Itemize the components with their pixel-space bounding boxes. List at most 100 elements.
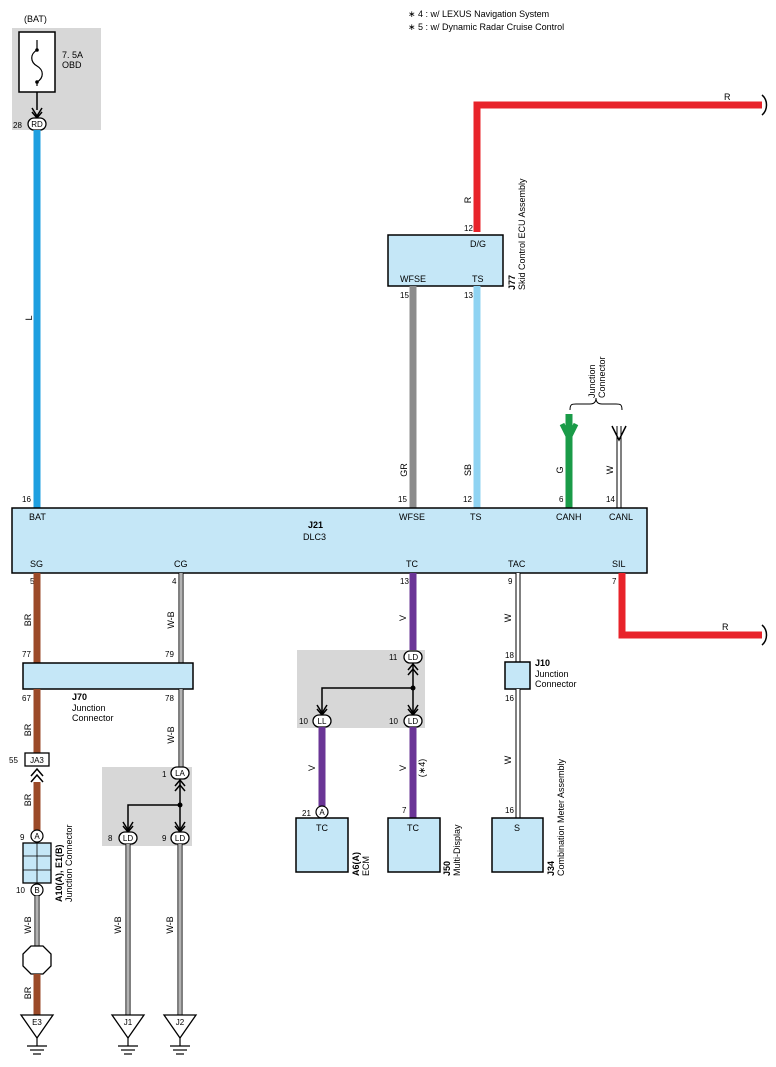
pin-j10-18: 18 bbox=[505, 651, 514, 660]
j21-term-tac: TAC bbox=[508, 559, 526, 569]
pin-ld-9: 9 bbox=[162, 834, 167, 843]
wire-label-w-canl: W bbox=[605, 465, 615, 474]
pin-j10-16: 16 bbox=[505, 694, 514, 703]
pin-j21-13: 13 bbox=[400, 577, 409, 586]
pin-j77-dg: 12 bbox=[464, 224, 473, 233]
wire-r-top bbox=[473, 101, 762, 232]
fuse-pin: 28 bbox=[13, 121, 22, 130]
connector-double-arrow-icon bbox=[30, 767, 44, 783]
wire-label-v-ecm: V bbox=[307, 765, 317, 771]
pin-a6-21: 21 bbox=[302, 809, 311, 818]
pin-j21-12: 12 bbox=[463, 495, 472, 504]
pin-j70-77: 77 bbox=[22, 650, 31, 659]
j70-name-1: Junction bbox=[72, 703, 106, 713]
j21-name: DLC3 bbox=[303, 532, 326, 542]
connector-arrow-w-icon bbox=[611, 425, 627, 442]
j21-term-wfse: WFSE bbox=[399, 512, 425, 522]
pin-ld-8: 8 bbox=[108, 834, 113, 843]
jc-top-name-1: Junction bbox=[587, 364, 597, 398]
ground-j1-icon bbox=[110, 1014, 146, 1040]
svg-text:B: B bbox=[34, 886, 39, 895]
ground-j2-label: J2 bbox=[176, 1018, 185, 1027]
wire-label-v-md: V bbox=[398, 765, 408, 771]
jc-top-bracket bbox=[569, 397, 623, 411]
j21-term-bat: BAT bbox=[29, 512, 46, 522]
wire-label-w-tac: W bbox=[503, 613, 513, 622]
ground-e3-icon bbox=[19, 1014, 55, 1040]
svg-text:A: A bbox=[34, 832, 40, 841]
j21-term-ts: TS bbox=[470, 512, 482, 522]
j50-name: Multi-Display bbox=[452, 824, 462, 876]
wire-label-wb-cg: W-B bbox=[166, 611, 176, 628]
j77-name: Skid Control ECU Assembly bbox=[517, 178, 527, 290]
wire-break-icon bbox=[761, 94, 768, 116]
j34-term-s: S bbox=[514, 823, 520, 833]
pin-ll-10: 10 bbox=[299, 717, 308, 726]
pin-j21-7: 7 bbox=[612, 577, 617, 586]
pin-ja3: 55 bbox=[9, 756, 18, 765]
j10-name-1: Junction bbox=[535, 669, 569, 679]
component-j34-combination-meter bbox=[491, 817, 544, 873]
j50-id: J50 bbox=[442, 861, 452, 876]
wire-label-br-e3: BR bbox=[23, 986, 33, 999]
wire-label-r-top: R bbox=[724, 92, 731, 102]
pin-j50-7: 7 bbox=[402, 806, 407, 815]
j21-term-canl: CANL bbox=[609, 512, 633, 522]
wire-label-w-j10: W bbox=[503, 755, 513, 764]
pin-la-1: 1 bbox=[162, 770, 167, 779]
ground-e3-label: E3 bbox=[32, 1018, 42, 1027]
a6-term-tc: TC bbox=[316, 823, 328, 833]
wire-label-wb-j1: W-B bbox=[113, 916, 123, 933]
svg-text:LD: LD bbox=[408, 717, 418, 726]
pin-j21-6: 6 bbox=[559, 495, 564, 504]
wire-label-wb-j2: W-B bbox=[165, 916, 175, 933]
j21-term-canh: CANH bbox=[556, 512, 582, 522]
j77-term-wfse: WFSE bbox=[400, 274, 426, 284]
bat-label: (BAT) bbox=[24, 14, 47, 24]
component-j50-multidisplay bbox=[387, 817, 441, 873]
ground-j2-icon bbox=[162, 1014, 198, 1040]
connector-arrow-la-icon bbox=[174, 778, 186, 792]
connector-a bbox=[30, 829, 44, 843]
j21-term-cg: CG bbox=[174, 559, 188, 569]
svg-text:JA3: JA3 bbox=[30, 756, 44, 765]
pin-e1-10: 10 bbox=[16, 886, 25, 895]
j10-name-2: Connector bbox=[535, 679, 577, 689]
wire-label-r-sil: R bbox=[722, 622, 729, 632]
pin-j77-wfse: 15 bbox=[400, 291, 409, 300]
wire-label-wb-j70: W-B bbox=[166, 726, 176, 743]
a6-id: A6(A) bbox=[351, 852, 361, 876]
wire-label-r-vertical: R bbox=[463, 196, 473, 203]
pin-j21-15: 15 bbox=[398, 495, 407, 504]
fuse-rating: 7. 5A bbox=[62, 50, 83, 60]
j70-id: J70 bbox=[72, 692, 87, 702]
pin-a10-9: 9 bbox=[20, 833, 25, 842]
wire-label-sb: SB bbox=[463, 464, 473, 476]
pin-j21-9: 9 bbox=[508, 577, 513, 586]
pin-j34-16: 16 bbox=[505, 806, 514, 815]
pin-j21-14: 14 bbox=[606, 495, 615, 504]
component-j10 bbox=[504, 661, 531, 690]
j50-term-tc: TC bbox=[407, 823, 419, 833]
ground-j1-label: J1 bbox=[124, 1018, 133, 1027]
splice-octagon-icon bbox=[22, 945, 52, 975]
pin-j21-4: 4 bbox=[172, 577, 177, 586]
component-j21-dlc3 bbox=[11, 507, 648, 574]
j10-id: J10 bbox=[535, 658, 550, 668]
j77-term-ts: TS bbox=[472, 274, 484, 284]
wire-label-l: L bbox=[24, 315, 34, 320]
j77-id: J77 bbox=[507, 275, 517, 290]
j70-name-2: Connector bbox=[72, 713, 114, 723]
wire-r-sil bbox=[618, 573, 762, 639]
wire-note-md: (∗4) bbox=[417, 759, 427, 778]
fuse-symbol-icon bbox=[31, 40, 43, 86]
wire-label-br-j70: BR bbox=[23, 723, 33, 736]
component-j77 bbox=[387, 234, 504, 287]
svg-text:RD: RD bbox=[31, 120, 43, 129]
pin-j70-78: 78 bbox=[165, 694, 174, 703]
pin-j21-16: 16 bbox=[22, 495, 31, 504]
pin-j21-5: 5 bbox=[30, 577, 35, 586]
svg-text:LL: LL bbox=[318, 717, 327, 726]
wire-break-sil-icon bbox=[761, 624, 768, 646]
pin-j70-79: 79 bbox=[165, 650, 174, 659]
